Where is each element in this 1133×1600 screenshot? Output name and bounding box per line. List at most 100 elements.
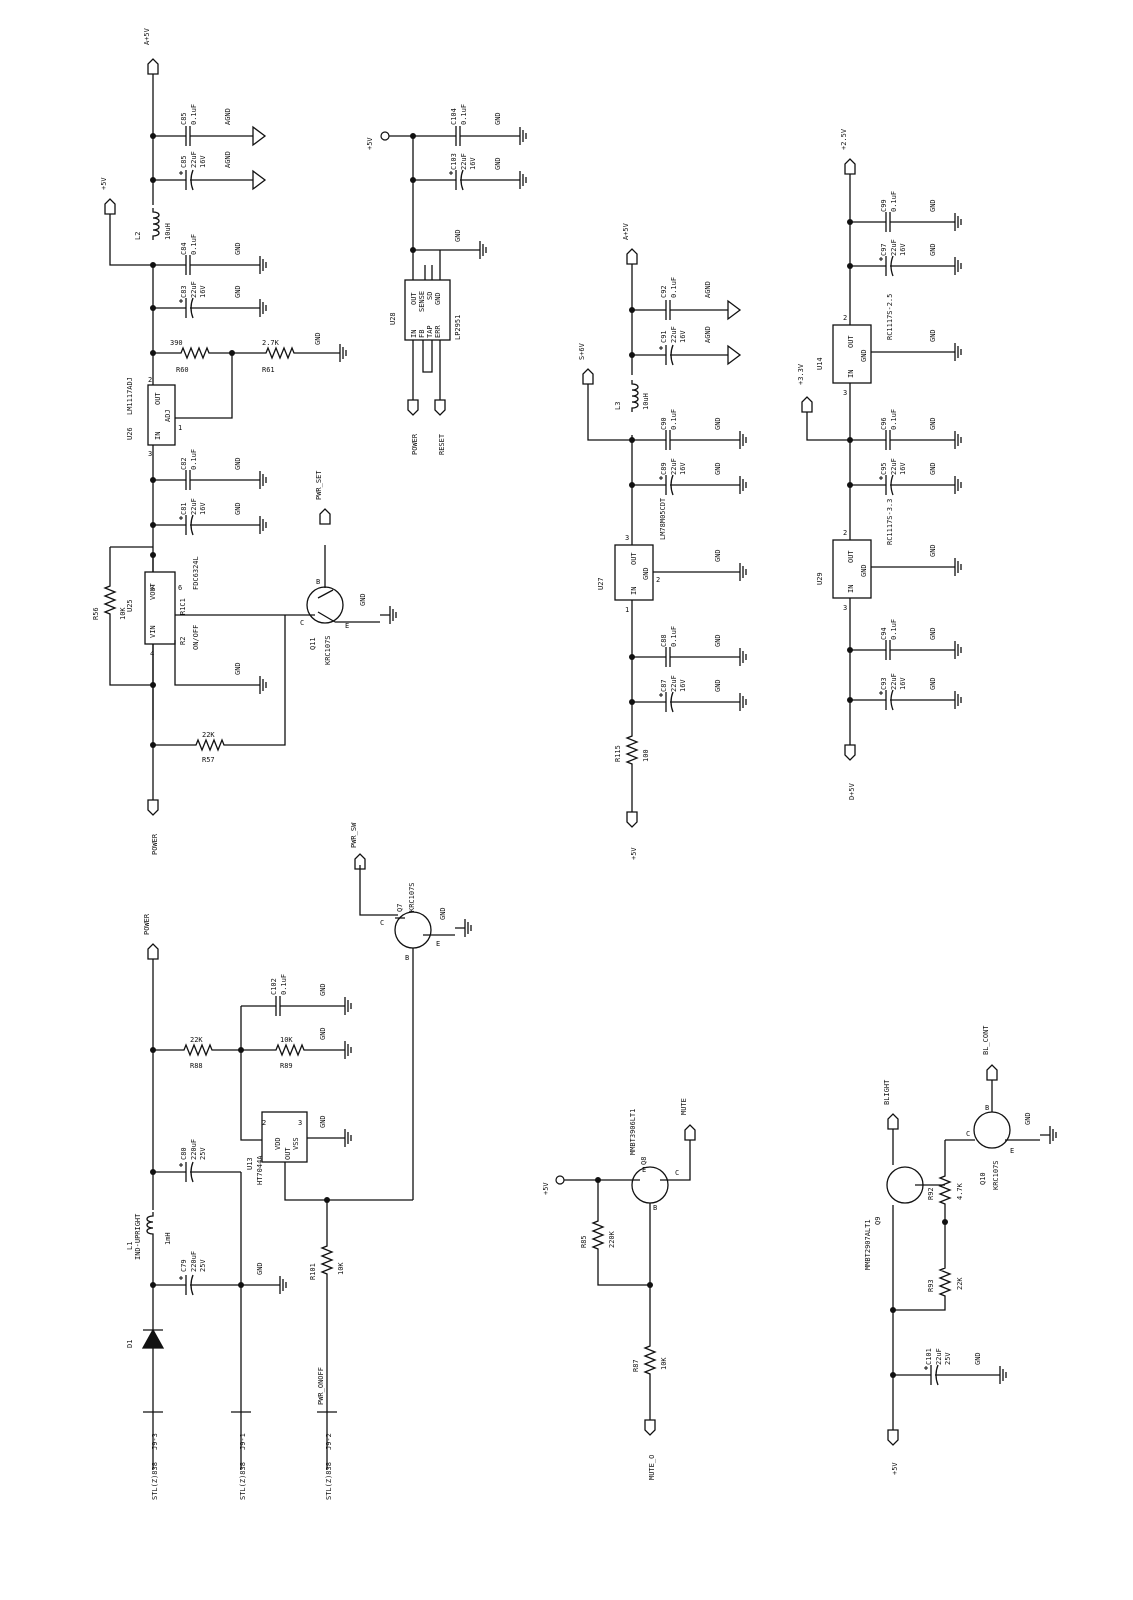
reset-port: [434, 399, 446, 416]
power-label-3: POWER: [143, 913, 151, 935]
u27-ref: U27: [597, 577, 605, 590]
c93-val: 22uF: [890, 673, 898, 690]
c103-val: 22uF: [460, 153, 468, 170]
l1-ref: L1: [126, 1242, 134, 1250]
c82-val: 0.1uF: [190, 449, 198, 470]
c81-ref: C81: [180, 502, 188, 515]
u14-in: IN: [847, 370, 855, 378]
connector-j9-2-net: STL(Z)838: [325, 1462, 333, 1500]
r93-val: 22K: [956, 1277, 964, 1290]
a5v-port-2: [626, 248, 638, 265]
r61-val: 2.7K: [262, 339, 280, 347]
c82-ref: C82: [180, 457, 188, 470]
c85b-ref: C85: [180, 155, 188, 168]
c91-ref: C91: [660, 330, 668, 343]
c92-ref: C92: [660, 285, 668, 298]
q9-ref: Q9: [874, 1217, 882, 1225]
u28-pin-fb: FB: [418, 330, 426, 338]
u28-part: LP2951: [454, 315, 462, 340]
c103-v: 16V: [469, 157, 477, 170]
u28-pin-in: IN: [410, 330, 418, 338]
u28-pin-gnd: GND: [434, 292, 442, 305]
p5v-port-5: [887, 1429, 899, 1446]
u28-ref: U28: [389, 312, 397, 325]
pin-6: 6: [178, 584, 182, 592]
u14-part: RC1117S-2.5: [886, 294, 894, 340]
gnd-label: GND: [929, 677, 937, 690]
s6v-label: S+6V: [578, 342, 586, 360]
gnd-label: GND: [929, 544, 937, 557]
p5v-label-1: +5V: [100, 177, 108, 190]
u25-r1c1: R1C1: [179, 598, 187, 615]
pwr-set-port: [319, 508, 331, 525]
l1-val: 1mH: [164, 1232, 172, 1245]
q8-ref: Q8: [640, 1157, 648, 1165]
gnd-label: GND: [1024, 1112, 1032, 1125]
u27-out: OUT: [630, 552, 638, 565]
pin-b: B: [405, 954, 409, 962]
mute-section: +5V R85 220K E C B Q8 MMBT3906LT1 MUTE R…: [542, 1098, 696, 1480]
gnd-label: GND: [494, 112, 502, 125]
r92-val: 4.7K: [956, 1182, 964, 1200]
rc1117-section: +2.5V C99 0.1uF GND C97 22uF 16V GND U14…: [797, 128, 962, 800]
q7-ref: Q7: [396, 904, 404, 912]
c83-val: 22uF: [190, 281, 198, 298]
c87-v: 16V: [679, 679, 687, 692]
gnd-label: GND: [234, 285, 242, 298]
p5v-label-4: +5V: [542, 1182, 550, 1195]
r88-val: 22K: [190, 1036, 203, 1044]
lm78m05-section: A+5V C92 0.1uF AGND C91 22uF 16V AGND L3…: [578, 222, 747, 860]
pin-3: 3: [625, 534, 629, 542]
u25-part: FDC6324L: [192, 556, 200, 590]
u26-out: OUT: [154, 392, 162, 405]
c104-ref: C104: [450, 108, 458, 125]
u13-part: HT7044A: [256, 1155, 264, 1185]
pwr-onoff-label: PWR_ONOFF: [317, 1367, 325, 1405]
c94-val: 0.1uF: [890, 619, 898, 640]
power-label-1: POWER: [151, 833, 159, 855]
pin-c: C: [966, 1130, 970, 1138]
r87-val: 10K: [660, 1357, 668, 1370]
r60-val: 390: [170, 339, 183, 347]
gnd-label: GND: [256, 1262, 264, 1275]
c89-v: 16V: [679, 462, 687, 475]
gnd-label: GND: [439, 907, 447, 920]
gnd-label: GND: [714, 549, 722, 562]
pin-2: 2: [262, 1119, 266, 1127]
gnd-label: GND: [234, 662, 242, 675]
u13-out: OUT: [284, 1147, 292, 1160]
s6v-port: [582, 368, 594, 385]
blight-section: BLIGHT Q9 MMBT2907ALT1 R92 4.7K R93 22K …: [864, 1025, 1057, 1475]
pin-e: E: [345, 622, 349, 630]
pin-3: 3: [150, 584, 154, 592]
q10-ref: Q10: [979, 1172, 987, 1185]
p3v3-label: +3.3V: [797, 363, 805, 385]
l3-ref: L3: [614, 402, 622, 410]
u28-pin-err: ERR: [434, 325, 442, 338]
pin-b: B: [985, 1104, 989, 1112]
c87-val: 22uF: [670, 675, 678, 692]
c83-v: 16V: [199, 285, 207, 298]
u14-box: [832, 324, 872, 384]
mute-o-port: [644, 1419, 656, 1436]
gnd-label: GND: [314, 332, 322, 345]
d5v-port: [844, 744, 856, 761]
gnd-label: GND: [714, 634, 722, 647]
u27-part: LM78M05CDT: [659, 497, 667, 540]
a5v-regulator-section: A+5V C85 0.1uF AGND C85 22uF 16V AGND L2…: [92, 27, 397, 855]
c97-val: 22uF: [890, 239, 898, 256]
c90-ref: C90: [660, 417, 668, 430]
c96-ref: C96: [880, 417, 888, 430]
mute-label: MUTE: [680, 1098, 688, 1115]
p2v5-label: +2.5V: [840, 128, 848, 150]
p5v-port: [104, 198, 116, 215]
c92-val: 0.1uF: [670, 277, 678, 298]
c89-ref: C89: [660, 462, 668, 475]
power-port-2: [407, 399, 419, 416]
agnd-label: AGND: [704, 281, 712, 298]
r115-ref: R115: [614, 745, 622, 762]
c87-ref: C87: [660, 679, 668, 692]
l2-val: 10uH: [164, 223, 172, 240]
gnd-label: GND: [319, 1115, 327, 1128]
r56-val: 10K: [119, 607, 127, 620]
